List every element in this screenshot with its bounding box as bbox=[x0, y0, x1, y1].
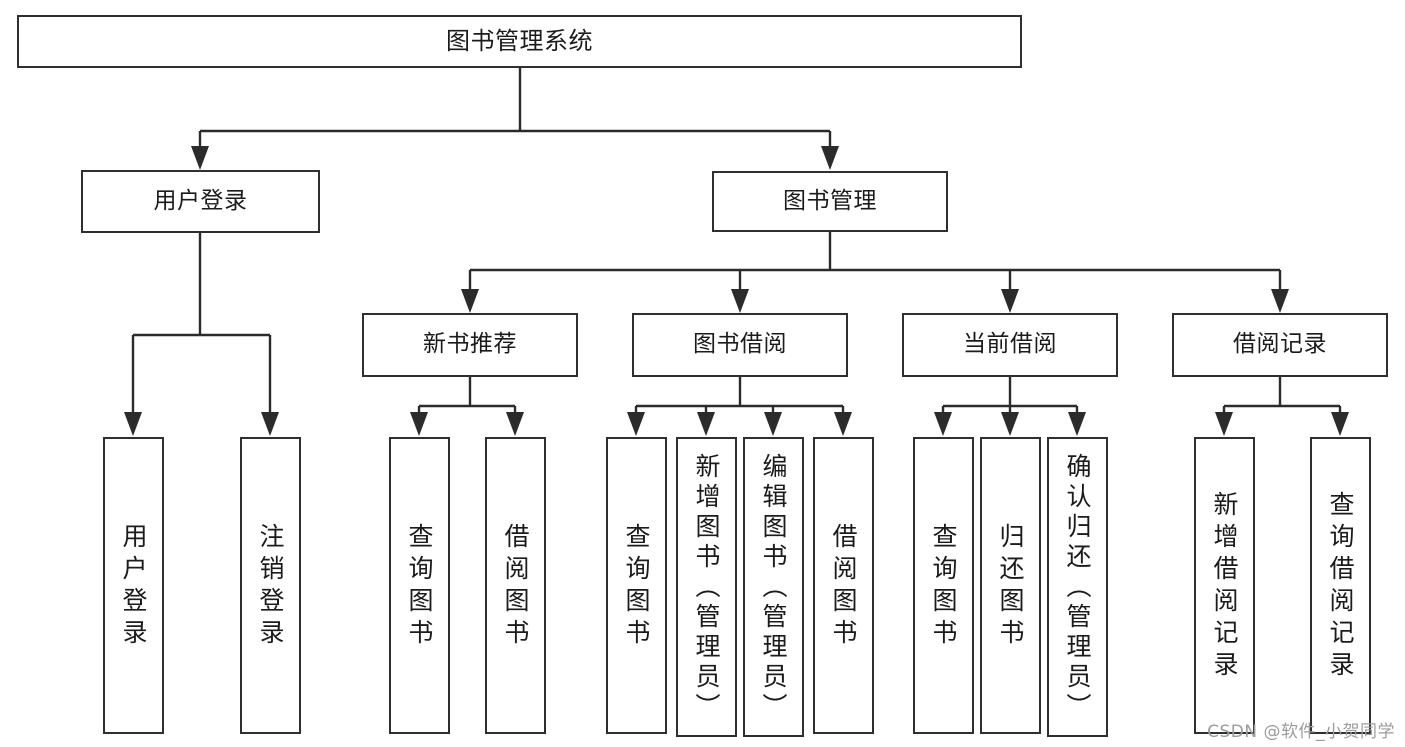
node-label: 新书推荐 bbox=[423, 331, 517, 358]
leaf-current-query-book[interactable]: 查询图书 bbox=[913, 437, 974, 734]
node-label: 编辑图书（管理员） bbox=[759, 453, 788, 723]
node-user-login[interactable]: 用户登录 bbox=[81, 170, 320, 233]
node-label: 借阅图书 bbox=[829, 522, 858, 651]
node-borrow-record[interactable]: 借阅记录 bbox=[1172, 313, 1388, 377]
node-new-book-recommend[interactable]: 新书推荐 bbox=[362, 313, 578, 377]
leaf-borrow-query-book[interactable]: 查询图书 bbox=[606, 437, 667, 734]
node-label: 新增图书（管理员） bbox=[692, 453, 721, 723]
leaf-new-book-query-book[interactable]: 查询图书 bbox=[389, 437, 450, 734]
leaf-current-return-book[interactable]: 归还图书 bbox=[980, 437, 1041, 734]
node-book-borrow[interactable]: 图书借阅 bbox=[632, 313, 848, 377]
arrowhead-leaf-borrow-3 bbox=[764, 412, 782, 436]
arrowhead-leaf-newbook-2 bbox=[506, 412, 524, 436]
node-root-book-management-system[interactable]: 图书管理系统 bbox=[17, 15, 1022, 68]
leaf-borrow-edit-book-admin[interactable]: 编辑图书（管理员） bbox=[743, 437, 804, 737]
arrowhead-leaf-current-3 bbox=[1068, 412, 1086, 436]
leaf-user-login-login[interactable]: 用户登录 bbox=[103, 437, 164, 734]
node-book-management[interactable]: 图书管理 bbox=[712, 171, 948, 232]
arrowhead-book-manage bbox=[821, 146, 839, 170]
arrowhead-leaf-record-2 bbox=[1331, 412, 1349, 436]
arrowhead-level2-2 bbox=[731, 289, 749, 313]
arrowhead-level2-4 bbox=[1271, 289, 1289, 313]
leaf-current-confirm-return-admin[interactable]: 确认归还（管理员） bbox=[1047, 437, 1108, 737]
node-label: 注销登录 bbox=[256, 522, 285, 651]
leaf-borrow-add-book-admin[interactable]: 新增图书（管理员） bbox=[676, 437, 737, 737]
node-label: 查询图书 bbox=[929, 522, 958, 651]
arrowhead-user-login bbox=[191, 146, 209, 170]
leaf-record-query-record[interactable]: 查询借阅记录 bbox=[1310, 437, 1371, 734]
arrowhead-leaf-current-1 bbox=[934, 412, 952, 436]
node-label: 查询图书 bbox=[622, 522, 651, 651]
node-current-borrow[interactable]: 当前借阅 bbox=[902, 313, 1118, 377]
leaf-record-add-record[interactable]: 新增借阅记录 bbox=[1194, 437, 1255, 734]
node-label: 归还图书 bbox=[996, 522, 1025, 651]
node-label: 新增借阅记录 bbox=[1210, 490, 1239, 683]
arrowhead-leaf-current-2 bbox=[1001, 412, 1019, 436]
node-label: 当前借阅 bbox=[963, 331, 1057, 358]
leaf-new-book-borrow-book[interactable]: 借阅图书 bbox=[485, 437, 546, 734]
leaf-user-login-logout[interactable]: 注销登录 bbox=[240, 437, 301, 734]
node-label: 图书借阅 bbox=[693, 331, 787, 358]
node-label: 查询借阅记录 bbox=[1326, 490, 1355, 683]
node-label: 确认归还（管理员） bbox=[1063, 453, 1092, 723]
node-label: 查询图书 bbox=[405, 522, 434, 651]
arrowhead-leaf-record-1 bbox=[1215, 412, 1233, 436]
arrowhead-leaf-newbook-1 bbox=[410, 412, 428, 436]
node-label: 借阅记录 bbox=[1233, 331, 1327, 358]
arrowhead-leaf-user-login-1 bbox=[124, 412, 142, 436]
node-label: 用户登录 bbox=[153, 187, 248, 214]
arrowhead-leaf-borrow-4 bbox=[834, 412, 852, 436]
arrowhead-leaf-borrow-1 bbox=[627, 412, 645, 436]
node-label: 图书管理系统 bbox=[446, 27, 593, 56]
arrowhead-leaf-borrow-2 bbox=[697, 412, 715, 436]
node-label: 借阅图书 bbox=[501, 522, 530, 651]
node-label: 图书管理 bbox=[783, 187, 877, 214]
leaf-borrow-borrow-book[interactable]: 借阅图书 bbox=[813, 437, 874, 734]
node-label: 用户登录 bbox=[119, 522, 148, 651]
arrowhead-leaf-user-login-2 bbox=[261, 412, 279, 436]
arrowhead-level2-3 bbox=[1001, 289, 1019, 313]
csdn-watermark: CSDN @软件_小贺同学 bbox=[1207, 722, 1395, 742]
arrowhead-level2-1 bbox=[461, 289, 479, 313]
